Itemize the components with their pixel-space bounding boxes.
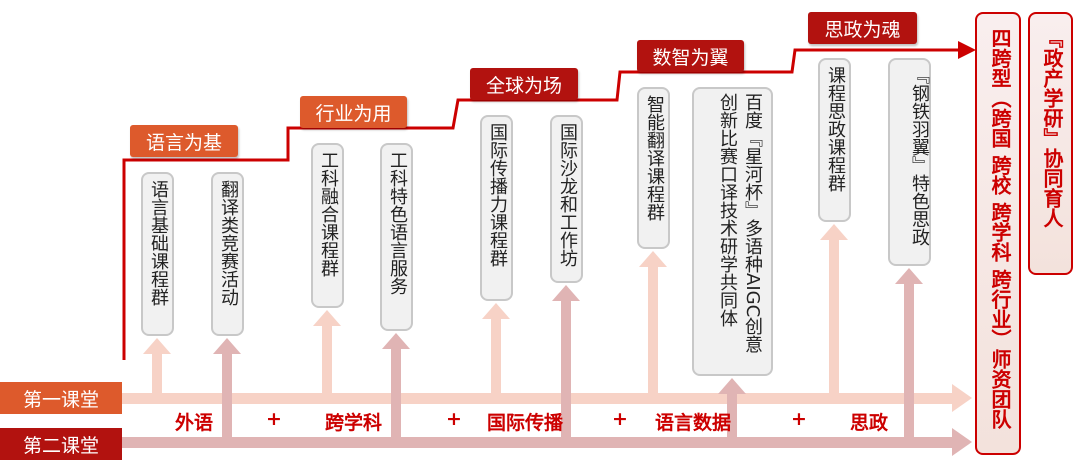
up-arrow xyxy=(552,285,580,442)
plus-sign: + xyxy=(612,408,628,430)
second-classroom-label: 第二课堂 xyxy=(0,428,122,460)
stage-header-language: 语言为基 xyxy=(130,125,238,157)
stage-header-global: 全球为场 xyxy=(470,68,578,100)
up-arrow xyxy=(639,251,667,396)
up-arrow xyxy=(382,333,410,442)
up-arrow xyxy=(482,303,510,396)
second-classroom-arrowhead xyxy=(952,428,972,456)
box-engineering-language-services: 工科特色语言服务 xyxy=(380,143,413,331)
field-intl-communication: 国际传播 xyxy=(487,412,564,434)
up-arrow xyxy=(718,378,746,442)
stage-header-digital: 数智为翼 xyxy=(637,40,744,72)
field-foreign-language: 外语 xyxy=(175,412,214,434)
second-classroom-arrow xyxy=(122,437,954,448)
box-steel-wings-ideology: 『钢铁羽翼』特色思政 xyxy=(888,58,931,266)
box-ideology-courses: 课程思政课程群 xyxy=(818,58,851,222)
first-classroom-label: 第一课堂 xyxy=(0,382,122,414)
first-classroom-arrowhead xyxy=(952,384,972,412)
up-arrow xyxy=(143,338,171,396)
first-classroom-arrow xyxy=(122,393,954,404)
stage-header-industry: 行业为用 xyxy=(300,96,407,128)
plus-sign: + xyxy=(266,408,282,430)
field-ideology: 思政 xyxy=(850,412,889,434)
stage-header-ideology: 思政为魂 xyxy=(808,12,917,44)
collaboration-box: 『政产学研』协同育人 xyxy=(1028,12,1073,275)
faculty-team-box: 四跨型（跨国 跨校 跨学科 跨行业）师资团队 xyxy=(975,12,1021,455)
up-arrow xyxy=(313,310,341,396)
box-intl-communication-courses: 国际传播力课程群 xyxy=(480,115,513,301)
field-interdisciplinary: 跨学科 xyxy=(325,412,383,434)
up-arrow xyxy=(820,224,848,396)
plus-sign: + xyxy=(791,408,807,430)
box-intl-salon-workshop: 国际沙龙和工作坊 xyxy=(550,115,583,283)
box-language-basic-courses: 语言基础课程群 xyxy=(141,172,174,336)
up-arrow xyxy=(895,268,923,442)
up-arrow xyxy=(213,338,241,442)
field-language-data: 语言数据 xyxy=(655,412,732,434)
box-smart-translation-courses: 智能翻译课程群 xyxy=(637,87,670,249)
box-engineering-courses: 工科融合课程群 xyxy=(311,143,344,308)
box-aigc-competition: 百度『星河杯』多语种AIGC创意创新比赛口译技术研学共同体 xyxy=(692,87,773,376)
box-translation-competitions: 翻译类竞赛活动 xyxy=(211,172,244,336)
plus-sign: + xyxy=(446,408,462,430)
